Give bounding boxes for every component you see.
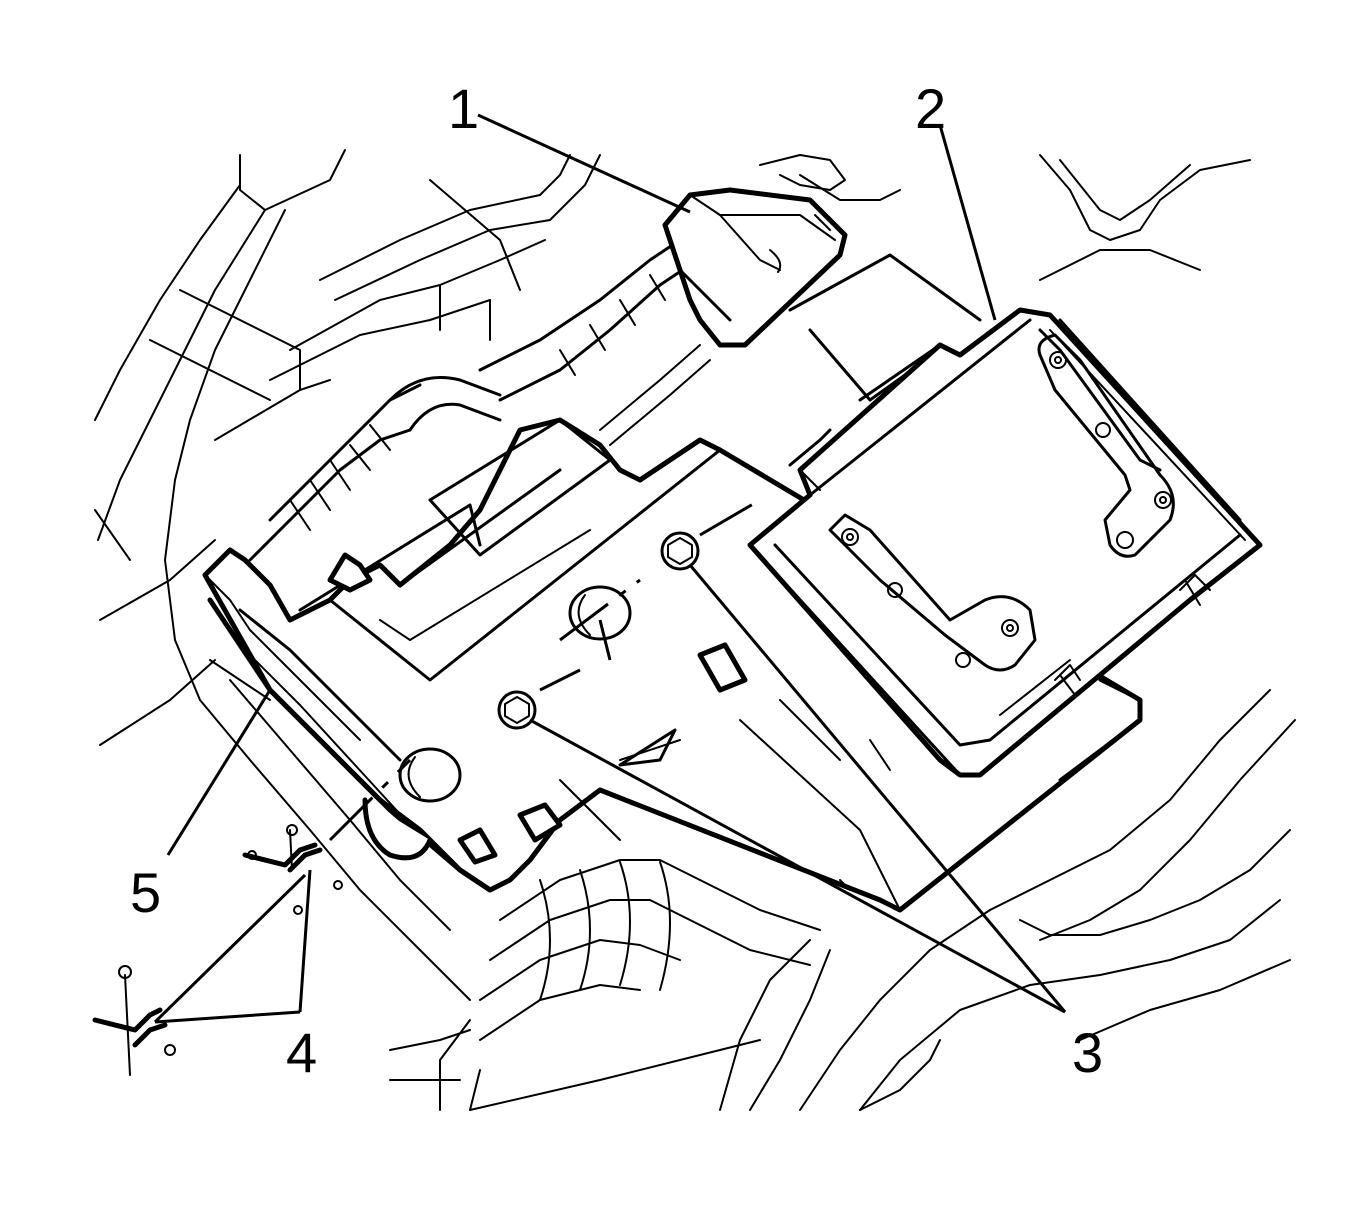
fasteners bbox=[328, 498, 761, 842]
callout-5: 5 bbox=[130, 861, 161, 924]
leader-line-3a bbox=[688, 564, 1067, 1013]
leader-line-5 bbox=[166, 689, 272, 856]
leader-line-2 bbox=[938, 124, 997, 321]
callout-4: 4 bbox=[286, 1021, 317, 1084]
leader-line-4c bbox=[153, 873, 307, 1024]
leader-line-4a bbox=[298, 869, 312, 1013]
leader-line-1 bbox=[477, 113, 691, 214]
callout-3: 3 bbox=[1072, 1021, 1103, 1084]
callout-labels: 1 2 3 4 5 bbox=[130, 77, 1103, 1084]
leader-lines bbox=[153, 113, 1067, 1024]
callout-2: 2 bbox=[915, 77, 946, 140]
callout-1: 1 bbox=[448, 77, 479, 140]
electrical-connector bbox=[662, 187, 848, 348]
leader-line-3b bbox=[529, 718, 1066, 1014]
control-module bbox=[747, 307, 1263, 778]
retainer-clips bbox=[92, 824, 343, 1076]
leader-line-4b bbox=[154, 1010, 301, 1024]
background-structure bbox=[94, 149, 1296, 1111]
